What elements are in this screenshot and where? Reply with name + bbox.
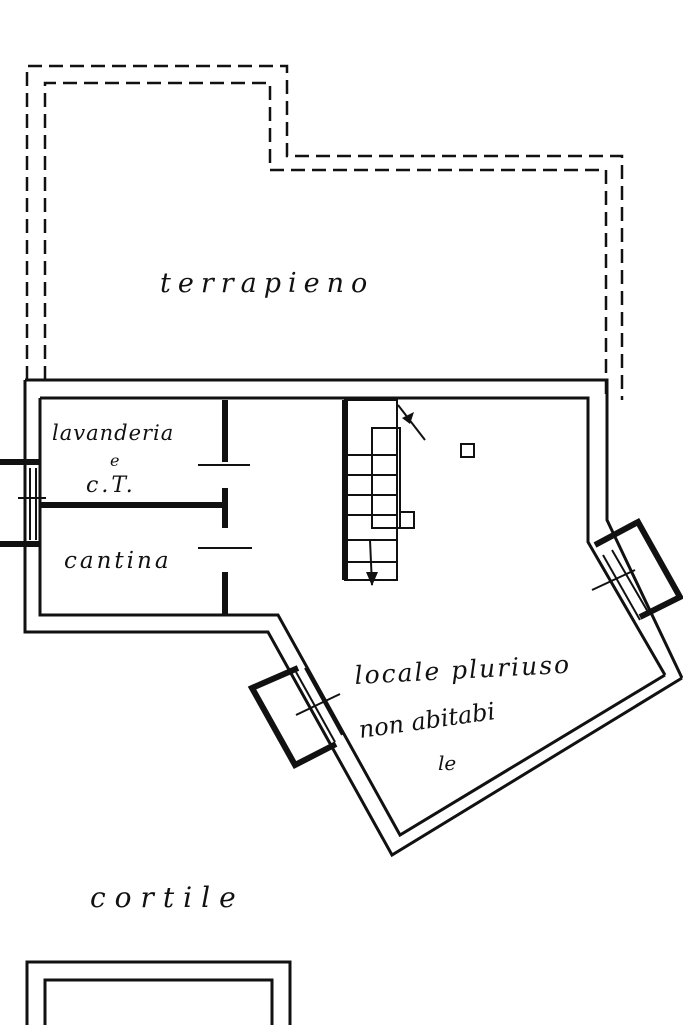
building-walls — [23, 378, 683, 858]
label-le: le — [438, 751, 456, 775]
window-bay-left — [247, 665, 343, 769]
label-lavanderia: lavanderia — [52, 421, 174, 445]
label-locale-pluriuso: locale pluriuso — [354, 650, 572, 690]
label-terrapieno: terrapieno — [160, 268, 374, 299]
label-ct: c.T. — [86, 473, 136, 498]
column-marker — [460, 443, 475, 458]
terrapieno-outline — [25, 64, 624, 400]
interior-partitions — [40, 400, 252, 616]
window-bay-right — [591, 517, 683, 621]
label-e: e — [110, 451, 119, 470]
label-non-abitabi: non abitabi — [357, 697, 497, 744]
staircase — [342, 399, 426, 586]
label-cortile: cortile — [90, 881, 245, 914]
label-cantina: cantina — [64, 548, 172, 574]
lower-building — [25, 960, 292, 1025]
left-openings — [0, 459, 46, 547]
